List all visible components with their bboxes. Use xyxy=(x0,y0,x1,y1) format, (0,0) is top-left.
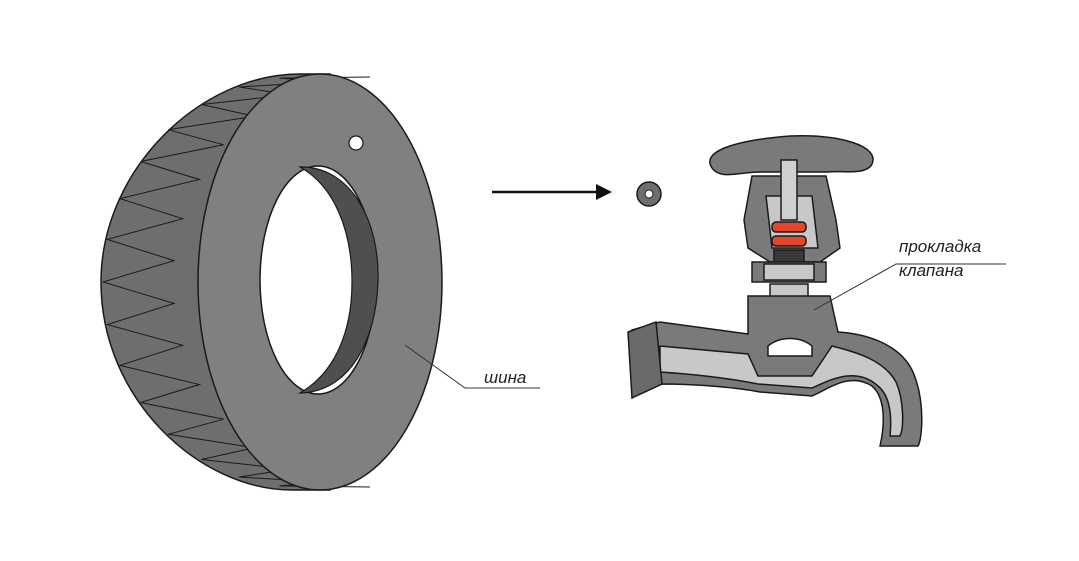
water-tap xyxy=(627,135,1006,447)
tap-handle xyxy=(709,135,874,176)
transform-arrow xyxy=(492,184,612,200)
gasket-label-line2: клапана xyxy=(899,261,964,280)
tap-inlet-nut xyxy=(627,320,663,400)
washer xyxy=(636,181,662,207)
tap-gasket-ring-1 xyxy=(771,221,807,233)
tap-valve-seat xyxy=(767,337,813,357)
tap-spindle xyxy=(780,159,798,221)
tap-body-cavity xyxy=(659,345,904,437)
tire-tread-pattern xyxy=(101,76,371,488)
tire-leader-line xyxy=(404,344,540,389)
tire-valve-hole xyxy=(348,135,364,151)
tap-body xyxy=(631,295,923,447)
gasket-leader-line xyxy=(813,263,1006,311)
tire xyxy=(100,73,540,491)
tire-label: шина xyxy=(484,368,527,387)
tire-inner-wall xyxy=(297,166,379,394)
tread-zigzag-line xyxy=(101,76,371,488)
tap-gasket-ring-2 xyxy=(771,235,807,247)
gasket-label-line1: прокладка xyxy=(899,237,982,256)
